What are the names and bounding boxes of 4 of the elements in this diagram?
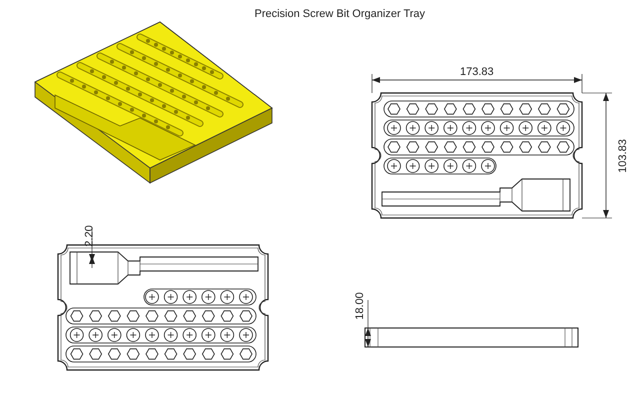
drawing-title: Precision Screw Bit Organizer Tray bbox=[254, 8, 426, 20]
dimension-label: 18.00 bbox=[354, 292, 366, 320]
dimension-label: 173.83 bbox=[460, 66, 494, 78]
dimension-label: 103.83 bbox=[616, 139, 629, 173]
